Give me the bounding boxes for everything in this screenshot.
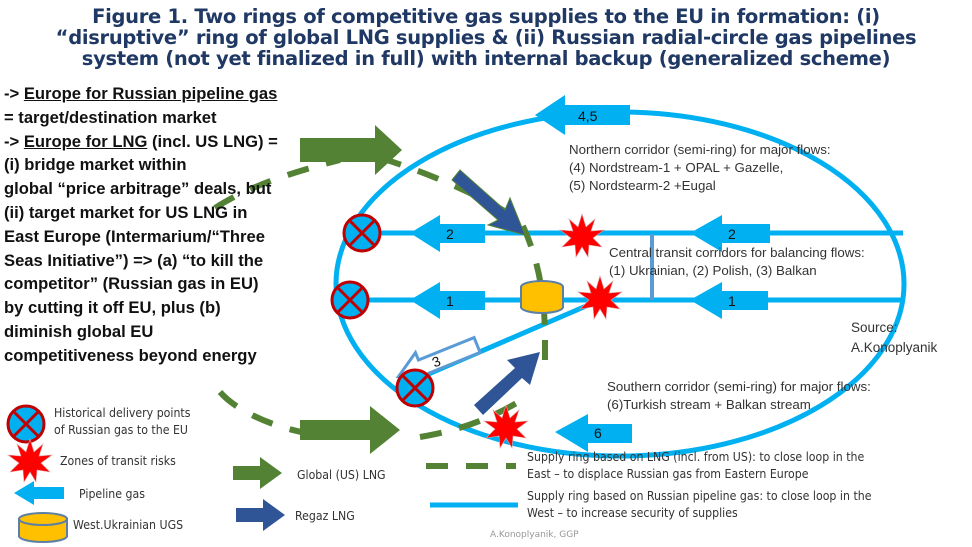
legend-pipeline-ring-line-2: West – to increase security of supplies xyxy=(527,505,738,520)
central-corridor-text: Central transit corridors for balancing … xyxy=(609,244,865,280)
left-commentary: -> Europe for Russian pipeline gas = tar… xyxy=(4,82,344,368)
left-line-9: competitor” (Russian gas in EU) xyxy=(4,274,259,294)
legend-ugs: West.Ukrainian UGS xyxy=(73,517,184,532)
left-line-6: (ii) target market for US LNG in xyxy=(4,202,248,222)
svg-text:4,5: 4,5 xyxy=(578,108,598,124)
southern-items: (6)Turkish stream + Balkan stream xyxy=(607,397,811,412)
legend-delivery-line-2: of Russian gas to the EU xyxy=(54,422,188,437)
central-items: (1) Ukrainian, (2) Polish, (3) Balkan xyxy=(609,263,817,278)
legend-pipeline-ring-line-1: Supply ring based on Russian pipeline ga… xyxy=(527,488,872,503)
arrow-1-left: 1 xyxy=(410,282,485,319)
arrow-4-5: 4,5 xyxy=(535,95,630,135)
legend-lng-ring-line-1: Supply ring based on LNG (incl. from US)… xyxy=(527,449,865,464)
source-author: A.Konoplyanik xyxy=(851,340,938,355)
title-line-1: Figure 1. Two rings of competitive gas s… xyxy=(92,5,880,28)
delivery-point-3 xyxy=(395,368,435,408)
footer-credit: A.Konoplyanik, GGP xyxy=(490,530,579,540)
legend-ugs-icon xyxy=(18,512,68,543)
legend-lng-ring: Supply ring based on LNG (incl. from US)… xyxy=(527,448,864,482)
svg-text:6: 6 xyxy=(594,425,602,441)
left-line-8: Seas Initiative”) => (a) “to kill the xyxy=(4,250,264,270)
legend-global-lng: Global (US) LNG xyxy=(297,467,386,482)
lng-arrow-north xyxy=(300,125,402,175)
left-line-4: (i) bridge market within xyxy=(4,155,187,175)
legend-transit-risks: Zones of transit risks xyxy=(60,453,176,468)
left-line-2: = target/destination market xyxy=(4,107,217,127)
ugs-cylinder xyxy=(520,280,564,314)
arrow-2-right: 2 xyxy=(690,215,770,252)
southern-corridor-text: Southern corridor (semi-ring) for major … xyxy=(607,378,871,414)
northern-corridor-text: Northern corridor (semi-ring) for major … xyxy=(569,141,831,195)
europe-russian-gas-heading: Europe for Russian pipeline gas xyxy=(23,84,278,103)
lng-arrow-south xyxy=(300,406,400,454)
svg-text:1: 1 xyxy=(728,293,736,309)
europe-lng-heading: Europe for LNG xyxy=(23,131,148,151)
northern-heading: Northern corridor (semi-ring) for major … xyxy=(569,142,831,157)
legend-regaz-lng: Regaz LNG xyxy=(295,508,355,523)
northern-item-4: (4) Nordstream-1 + OPAL + Gazelle, xyxy=(569,160,784,175)
left-line-7: East Europe (Intermarium/“Three xyxy=(4,226,265,246)
legend-global-lng-icon xyxy=(233,457,282,489)
left-line-5: global “price arbitrage” deals, but xyxy=(4,179,272,199)
figure-title: Figure 1. Two rings of competitive gas s… xyxy=(0,6,972,69)
bullet-2: -> xyxy=(4,131,24,151)
legend-lng-ring-line-2: East – to displace Russian gas from East… xyxy=(527,466,809,481)
regaz-arrow-north xyxy=(451,169,526,236)
arrow-1-right: 1 xyxy=(690,282,768,319)
legend-pipeline-ring: Supply ring based on Russian pipeline ga… xyxy=(527,487,871,521)
left-line-3-suffix: (incl. US LNG) = xyxy=(147,131,278,151)
northern-item-5: (5) Nordstearm-2 +Eugal xyxy=(569,178,716,193)
source-text: Source: A.Konoplyanik xyxy=(851,318,937,358)
source-label: Source: xyxy=(851,320,898,335)
southern-heading: Southern corridor (semi-ring) for major … xyxy=(607,379,871,394)
svg-text:2: 2 xyxy=(446,226,454,242)
title-line-3: system (not yet finalized in full) with … xyxy=(81,47,891,70)
arrow-6: 6 xyxy=(555,414,632,452)
svg-text:1: 1 xyxy=(446,293,454,309)
left-line-11: diminish global EU xyxy=(4,321,154,341)
title-line-2: “disruptive” ring of global LNG supplies… xyxy=(55,26,917,49)
legend-delivery-points: Historical delivery points of Russian ga… xyxy=(54,404,190,438)
lng-ring xyxy=(213,155,548,440)
legend-delivery-point-icon xyxy=(6,404,46,444)
legend-pipeline-gas: Pipeline gas xyxy=(79,486,145,501)
legend-risk-star-icon xyxy=(7,438,53,483)
legend-delivery-line-1: Historical delivery points xyxy=(54,405,191,420)
legend-regaz-lng-icon xyxy=(236,499,285,531)
arrow-2-left: 2 xyxy=(410,215,485,252)
delivery-point-2 xyxy=(342,213,382,253)
left-line-12: competitiveness beyond energy xyxy=(4,345,257,365)
central-heading: Central transit corridors for balancing … xyxy=(609,245,865,260)
left-line-10: by cutting it off EU, plus (b) xyxy=(4,298,221,318)
legend-pipeline-arrow-icon xyxy=(14,481,64,505)
svg-text:2: 2 xyxy=(728,226,736,242)
regaz-arrow-south xyxy=(474,352,540,415)
bullet-1: -> xyxy=(4,84,24,103)
